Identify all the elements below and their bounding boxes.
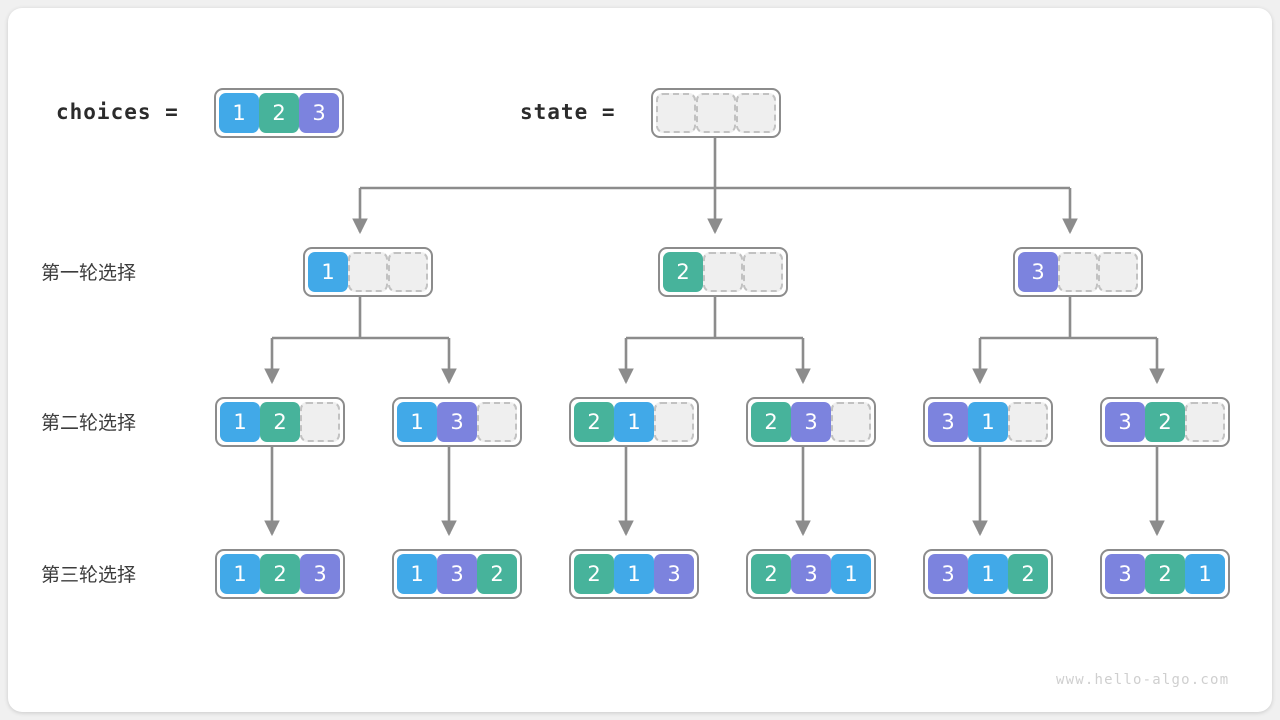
row2-node-5: 3 2 bbox=[1100, 397, 1230, 447]
row2-node-5-cell-2 bbox=[1185, 402, 1225, 442]
row3-node-4: 3 1 2 bbox=[923, 549, 1053, 599]
row2-node-1: 1 3 bbox=[392, 397, 522, 447]
row2-node-3-cell-1: 3 bbox=[791, 402, 831, 442]
row1-node-2-cell-0: 3 bbox=[1018, 252, 1058, 292]
row1-node-1-cell-2 bbox=[743, 252, 783, 292]
row2-node-0-cell-1: 2 bbox=[260, 402, 300, 442]
row2-node-0: 1 2 bbox=[215, 397, 345, 447]
row1-node-0-cell-2 bbox=[388, 252, 428, 292]
diagram-card: choices = 1 2 3 state = 第一轮选择 第二轮选择 第三轮选… bbox=[8, 8, 1272, 712]
row2-node-0-cell-0: 1 bbox=[220, 402, 260, 442]
row-label-round-3: 第三轮选择 bbox=[41, 564, 137, 586]
row3-node-3-cell-2: 1 bbox=[831, 554, 871, 594]
row2-node-4: 3 1 bbox=[923, 397, 1053, 447]
row2-node-5-cell-0: 3 bbox=[1105, 402, 1145, 442]
row1-node-0: 1 bbox=[303, 247, 433, 297]
row3-node-5-cell-1: 2 bbox=[1145, 554, 1185, 594]
choices-array: 1 2 3 bbox=[214, 88, 344, 138]
row3-node-4-cell-2: 2 bbox=[1008, 554, 1048, 594]
row2-node-3-cell-2 bbox=[831, 402, 871, 442]
row1-node-1: 2 bbox=[658, 247, 788, 297]
state-array bbox=[651, 88, 781, 138]
row3-node-0-cell-1: 2 bbox=[260, 554, 300, 594]
row2-node-4-cell-2 bbox=[1008, 402, 1048, 442]
row3-node-5: 3 2 1 bbox=[1100, 549, 1230, 599]
row2-node-3-cell-0: 2 bbox=[751, 402, 791, 442]
row1-node-2-cell-1 bbox=[1058, 252, 1098, 292]
row1-node-1-cell-0: 2 bbox=[663, 252, 703, 292]
row3-node-2-cell-1: 1 bbox=[614, 554, 654, 594]
row3-node-4-cell-1: 1 bbox=[968, 554, 1008, 594]
row2-node-2: 2 1 bbox=[569, 397, 699, 447]
row3-node-1-cell-2: 2 bbox=[477, 554, 517, 594]
row3-node-5-cell-0: 3 bbox=[1105, 554, 1145, 594]
watermark: www.hello-algo.com bbox=[1056, 672, 1230, 688]
row3-node-0-cell-0: 1 bbox=[220, 554, 260, 594]
state-cell-0 bbox=[656, 93, 696, 133]
row3-node-5-cell-2: 1 bbox=[1185, 554, 1225, 594]
row2-node-4-cell-1: 1 bbox=[968, 402, 1008, 442]
row2-node-4-cell-0: 3 bbox=[928, 402, 968, 442]
row3-node-4-cell-0: 3 bbox=[928, 554, 968, 594]
row1-node-0-cell-1 bbox=[348, 252, 388, 292]
row2-node-5-cell-1: 2 bbox=[1145, 402, 1185, 442]
row3-node-2-cell-2: 3 bbox=[654, 554, 694, 594]
row1-node-0-cell-0: 1 bbox=[308, 252, 348, 292]
connector-layer bbox=[264, 132, 1165, 537]
row3-node-3-cell-0: 2 bbox=[751, 554, 791, 594]
state-cell-1 bbox=[696, 93, 736, 133]
row3-node-1-cell-1: 3 bbox=[437, 554, 477, 594]
row2-node-2-cell-0: 2 bbox=[574, 402, 614, 442]
row2-node-0-cell-2 bbox=[300, 402, 340, 442]
choices-label: choices = bbox=[56, 100, 179, 124]
row1-node-2: 3 bbox=[1013, 247, 1143, 297]
row1-node-1-cell-1 bbox=[703, 252, 743, 292]
row2-node-1-cell-1: 3 bbox=[437, 402, 477, 442]
row3-node-3-cell-1: 3 bbox=[791, 554, 831, 594]
row1-node-2-cell-2 bbox=[1098, 252, 1138, 292]
row3-node-3: 2 3 1 bbox=[746, 549, 876, 599]
row2-node-1-cell-2 bbox=[477, 402, 517, 442]
choices-cell-1: 2 bbox=[259, 93, 299, 133]
state-cell-2 bbox=[736, 93, 776, 133]
row2-node-2-cell-1: 1 bbox=[614, 402, 654, 442]
row3-node-1: 1 3 2 bbox=[392, 549, 522, 599]
row3-node-0: 1 2 3 bbox=[215, 549, 345, 599]
row3-node-2-cell-0: 2 bbox=[574, 554, 614, 594]
row2-node-3: 2 3 bbox=[746, 397, 876, 447]
row-label-round-2: 第二轮选择 bbox=[41, 412, 137, 434]
row2-node-2-cell-2 bbox=[654, 402, 694, 442]
choices-cell-2: 3 bbox=[299, 93, 339, 133]
choices-cell-0: 1 bbox=[219, 93, 259, 133]
row-label-round-1: 第一轮选择 bbox=[41, 262, 137, 284]
state-label: state = bbox=[520, 100, 616, 124]
row3-node-2: 2 1 3 bbox=[569, 549, 699, 599]
row3-node-1-cell-0: 1 bbox=[397, 554, 437, 594]
row2-node-1-cell-0: 1 bbox=[397, 402, 437, 442]
row3-node-0-cell-2: 3 bbox=[300, 554, 340, 594]
